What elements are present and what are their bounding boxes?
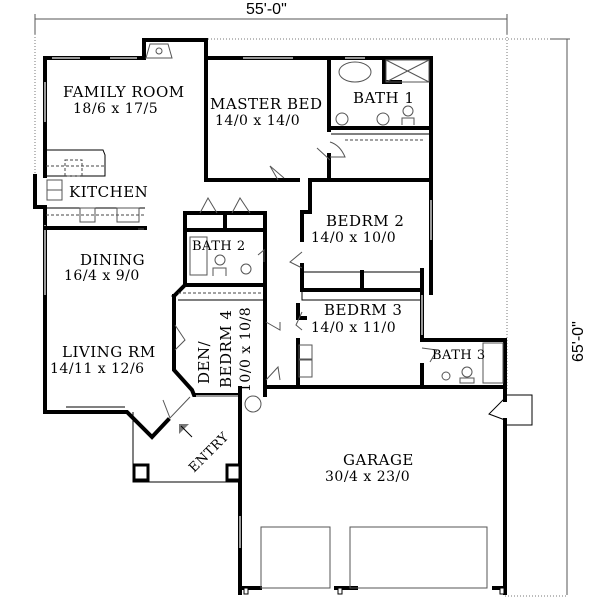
bedrm4-label: BEDRM 4 — [217, 310, 235, 388]
dining-label: DINING — [80, 251, 145, 269]
entry-label: ENTRY — [186, 430, 232, 476]
garage-size: 30/4 x 23/0 — [325, 469, 410, 485]
dimension-lines — [34, 14, 570, 597]
bath1-label: BATH 1 — [353, 89, 414, 107]
bedrm4-size: 10/0 x 10/8 — [238, 307, 254, 392]
depth-dimension-label: 65'-0" — [570, 321, 587, 362]
master-bed-size: 14/0 x 14/0 — [215, 113, 300, 129]
den-label: DEN/ — [195, 340, 213, 384]
bath3-label: BATH 3 — [432, 348, 486, 363]
family-room-label: FAMILY ROOM — [63, 83, 185, 101]
doors — [138, 141, 438, 419]
garage-label: GARAGE — [343, 451, 414, 469]
kitchen-label: KITCHEN — [69, 183, 148, 201]
bedrm2-label: BEDRM 2 — [326, 212, 404, 230]
entry-label-group: ENTRY — [186, 430, 232, 476]
bedrm4-size-group: 10/0 x 10/8 — [238, 307, 254, 392]
bedrm2-size: 14/0 x 10/0 — [311, 230, 396, 246]
bath2-label: BATH 2 — [192, 239, 246, 254]
den-bedrm4-labels: DEN/ — [195, 340, 213, 384]
master-bed-label: MASTER BED — [210, 95, 322, 113]
living-room-label: LIVING RM — [62, 343, 156, 361]
width-dimension-label: 55'-0" — [246, 1, 287, 18]
walls — [33, 38, 533, 595]
bedrm4-label-group: BEDRM 4 — [217, 310, 235, 388]
fixtures — [46, 43, 504, 438]
family-room-size: 18/6 x 17/5 — [73, 101, 158, 117]
dining-size: 16/4 x 9/0 — [64, 268, 140, 284]
bedrm3-size: 14/0 x 11/0 — [311, 320, 396, 336]
bedrm3-label: BEDRM 3 — [324, 301, 402, 319]
living-room-size: 14/11 x 12/6 — [50, 361, 145, 377]
